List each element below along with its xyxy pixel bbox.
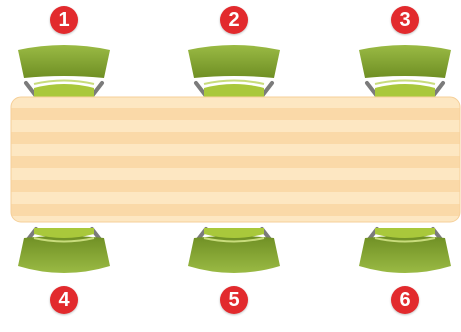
seat-number-badge-2: 2 (220, 6, 248, 34)
seat-number-badge-4: 4 (50, 286, 78, 314)
seat-number-badge-6: 6 (391, 286, 419, 314)
seat-number-badge-5: 5 (220, 286, 248, 314)
chair-2[interactable] (188, 45, 280, 98)
seat-number-badge-1: 1 (50, 6, 78, 34)
seat-number-badge-3: 3 (391, 6, 419, 34)
chair-5[interactable] (188, 227, 280, 273)
chair-6[interactable] (359, 227, 451, 273)
table (10, 96, 461, 223)
chair-4[interactable] (18, 227, 110, 273)
chair-1[interactable] (18, 45, 110, 98)
chair-3[interactable] (359, 45, 451, 98)
